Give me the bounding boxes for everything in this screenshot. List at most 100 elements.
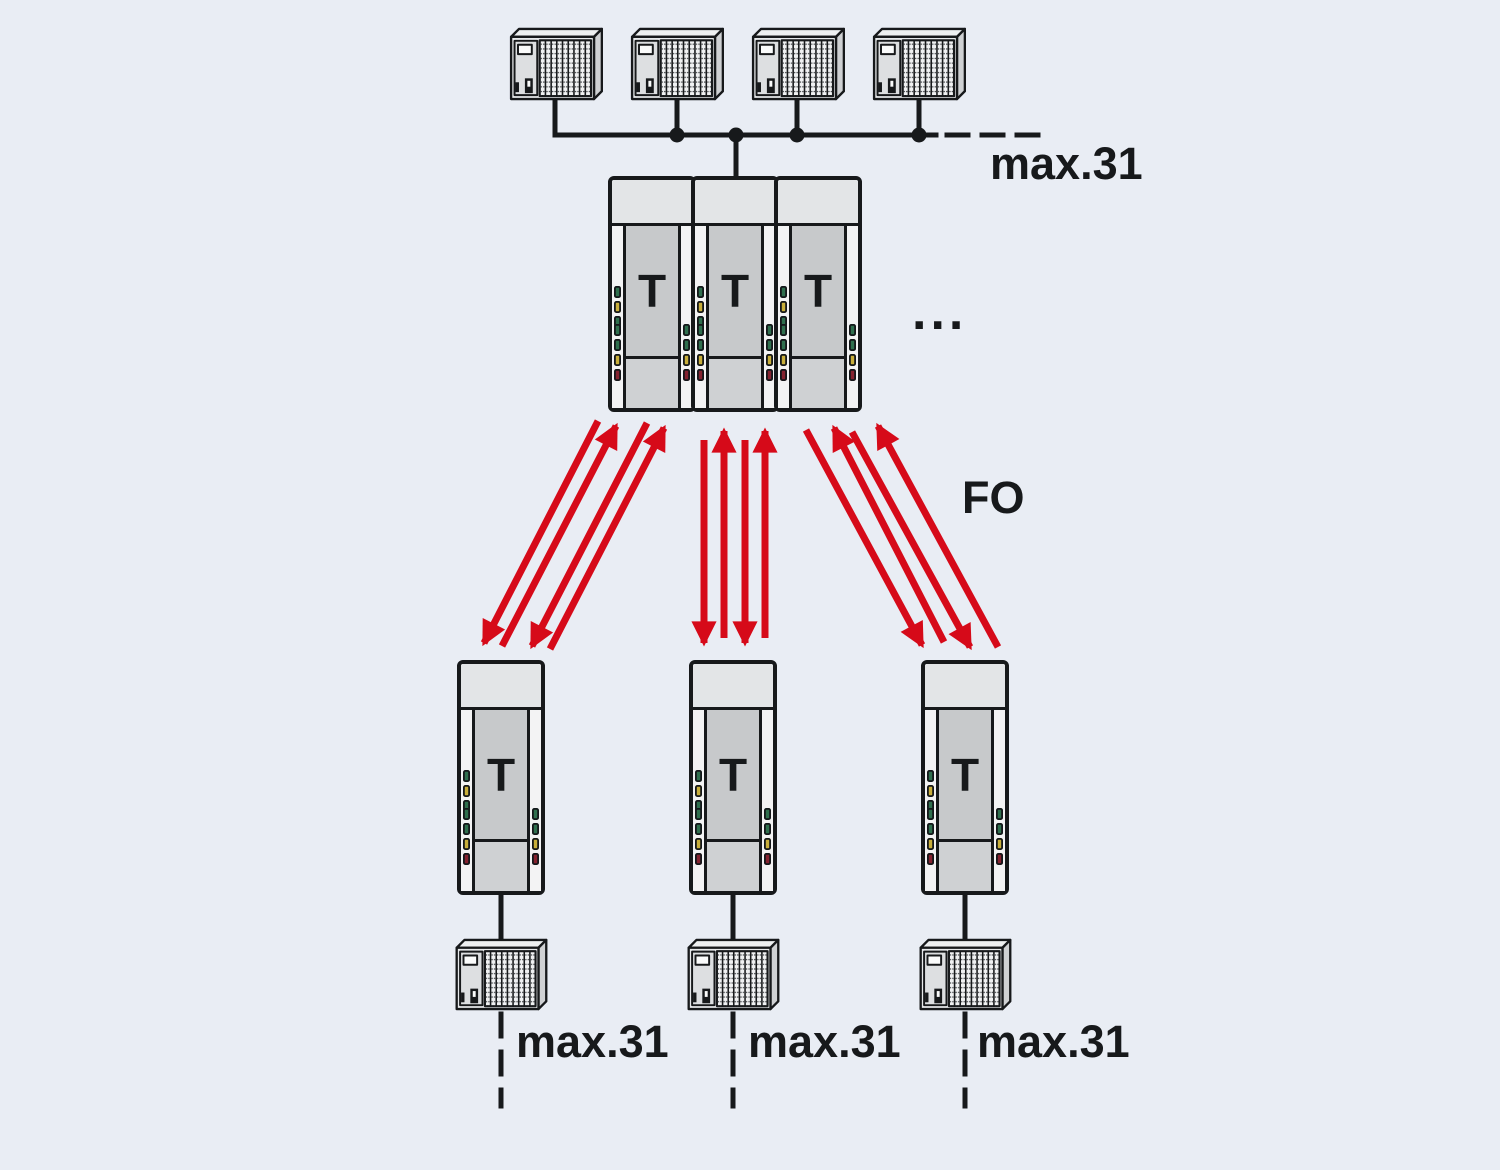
module-core: T xyxy=(706,226,764,408)
module-core: T xyxy=(704,710,762,891)
led-red-icon xyxy=(780,369,787,382)
led-green-icon xyxy=(697,339,704,352)
module-top-panel xyxy=(695,180,775,227)
fiber-arrow-down xyxy=(480,419,602,647)
led-green-icon xyxy=(697,324,704,337)
led-strip-left xyxy=(695,226,706,408)
led-group-bottom xyxy=(530,807,541,865)
branch-module-3: T xyxy=(921,660,1009,895)
led-green-icon xyxy=(532,807,539,820)
led-green-icon xyxy=(695,769,702,782)
fiber-arrow-up xyxy=(830,424,948,644)
hub-module-1: T xyxy=(608,176,696,412)
module-foot xyxy=(792,358,844,408)
led-yellow-icon xyxy=(695,837,702,850)
led-strip-right xyxy=(681,226,692,408)
led-group-bottom xyxy=(693,807,704,865)
plc-device-icon xyxy=(509,27,603,101)
led-green-icon xyxy=(780,316,787,329)
fiber-arrow-up xyxy=(874,422,1002,649)
module-letter: T xyxy=(718,748,748,801)
led-yellow-icon xyxy=(766,354,773,367)
module-label: T xyxy=(939,710,991,843)
led-red-icon xyxy=(764,852,771,865)
module-core: T xyxy=(936,710,994,891)
plc-device-icon xyxy=(872,27,966,101)
led-group-bottom xyxy=(695,324,706,382)
module-foot xyxy=(709,358,761,408)
led-green-icon xyxy=(927,807,934,820)
led-group-bottom xyxy=(925,807,936,865)
led-red-icon xyxy=(532,852,539,865)
led-green-icon xyxy=(780,286,787,299)
led-red-icon xyxy=(996,852,1003,865)
led-red-icon xyxy=(849,369,856,382)
led-red-icon xyxy=(683,369,690,382)
hub-module-2: T xyxy=(691,176,779,412)
led-strip-right xyxy=(847,226,858,408)
led-yellow-icon xyxy=(695,784,702,797)
branch-module-1: T xyxy=(457,660,545,895)
led-green-icon xyxy=(463,769,470,782)
led-green-icon xyxy=(695,799,702,812)
led-green-icon xyxy=(766,339,773,352)
bus-junction-dot xyxy=(789,127,805,143)
led-yellow-icon xyxy=(614,301,621,314)
led-strip-right xyxy=(994,710,1005,891)
led-group-top xyxy=(693,769,704,812)
fiber-optic-label: FO xyxy=(962,472,1025,523)
led-yellow-icon xyxy=(697,301,704,314)
module-label: T xyxy=(475,710,527,843)
led-green-icon xyxy=(996,807,1003,820)
led-group-top xyxy=(778,286,789,329)
module-letter: T xyxy=(720,265,750,318)
module-label: T xyxy=(626,226,678,359)
branch-max-label-3: max.31 xyxy=(977,1016,1130,1067)
led-red-icon xyxy=(614,369,621,382)
module-core: T xyxy=(472,710,530,891)
led-green-icon xyxy=(695,807,702,820)
branch-module-2: T xyxy=(689,660,777,895)
led-green-icon xyxy=(764,807,771,820)
module-core: T xyxy=(623,226,681,408)
led-green-icon xyxy=(463,807,470,820)
bus-junction-dot xyxy=(669,127,685,143)
module-label: T xyxy=(709,226,761,359)
module-foot xyxy=(626,358,678,408)
led-green-icon xyxy=(683,324,690,337)
led-yellow-icon xyxy=(780,354,787,367)
led-green-icon xyxy=(849,339,856,352)
led-green-icon xyxy=(614,286,621,299)
led-red-icon xyxy=(766,369,773,382)
bus-junction-dot xyxy=(911,127,927,143)
led-group-bottom xyxy=(762,807,773,865)
led-green-icon xyxy=(532,822,539,835)
module-top-panel xyxy=(925,664,1005,711)
led-yellow-icon xyxy=(463,837,470,850)
bus-junction-dot xyxy=(728,127,744,143)
fiber-arrow-down xyxy=(802,428,926,649)
module-top-panel xyxy=(612,180,692,227)
led-group-bottom xyxy=(681,324,692,382)
module-body: T xyxy=(925,710,1005,891)
module-letter: T xyxy=(950,748,980,801)
led-green-icon xyxy=(614,324,621,337)
led-green-icon xyxy=(927,822,934,835)
module-body: T xyxy=(693,710,773,891)
module-letter: T xyxy=(486,748,516,801)
led-group-bottom xyxy=(461,807,472,865)
plc-device-icon xyxy=(919,938,1012,1011)
module-foot xyxy=(939,842,991,891)
led-green-icon xyxy=(697,286,704,299)
led-yellow-icon xyxy=(683,354,690,367)
led-group-bottom xyxy=(764,324,775,382)
led-group-bottom xyxy=(612,324,623,382)
led-green-icon xyxy=(927,769,934,782)
led-green-icon xyxy=(695,822,702,835)
led-green-icon xyxy=(614,316,621,329)
led-group-top xyxy=(695,286,706,329)
led-yellow-icon xyxy=(532,837,539,850)
led-yellow-icon xyxy=(697,354,704,367)
